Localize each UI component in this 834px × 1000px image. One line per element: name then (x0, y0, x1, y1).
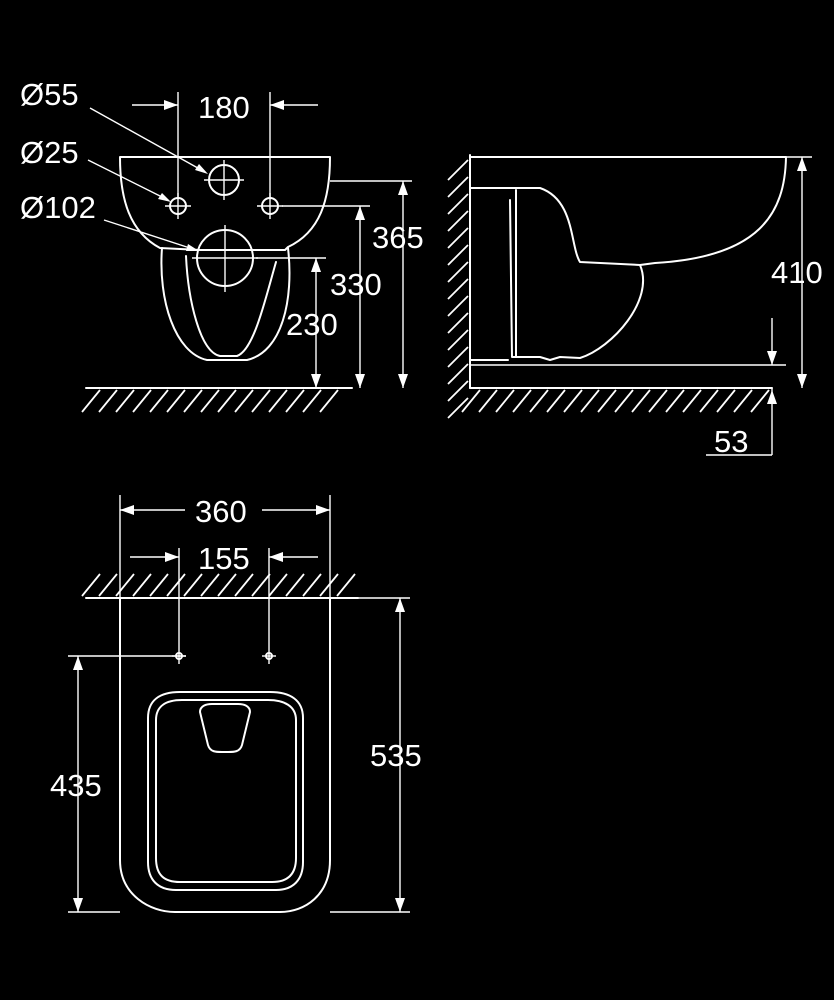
top-bowl-opening (199, 703, 251, 753)
top-seat-outer (147, 691, 304, 891)
front-bowl-outline (119, 156, 331, 251)
hatch-line (149, 389, 169, 413)
top-wall-hatch (81, 573, 356, 597)
hatch-line (268, 389, 288, 413)
hatch-line (750, 389, 770, 413)
hatch-line (580, 389, 600, 413)
hatch-line (716, 389, 736, 413)
hatch-line (447, 363, 469, 385)
hatch-line (733, 389, 753, 413)
hatch-line (217, 389, 237, 413)
hatch-line (268, 573, 288, 597)
side-toilet-outline (469, 156, 787, 266)
hatch-line (447, 210, 469, 232)
hatch-line (81, 573, 101, 597)
hatch-line (166, 573, 186, 597)
hatch-line (563, 389, 583, 413)
hatch-line (166, 389, 186, 413)
diameter-55-label: Ø55 (20, 77, 79, 112)
dim-155-label: 155 (198, 541, 250, 576)
hatch-line (319, 573, 339, 597)
side-floor-hatch (461, 389, 770, 413)
hatch-line (478, 389, 498, 413)
hatch-line (447, 193, 469, 215)
dim-435-label: 435 (50, 768, 102, 803)
hatch-line (200, 389, 220, 413)
hatch-line (285, 389, 305, 413)
hatch-line (699, 389, 719, 413)
hatch-line (234, 389, 254, 413)
hatch-line (319, 389, 339, 413)
dim-365-label: 365 (372, 220, 424, 255)
hatch-line (597, 389, 617, 413)
hatch-line (648, 389, 668, 413)
front-view: Ø55 Ø25 Ø102 180 365 330 230 (20, 77, 424, 413)
hatch-line (447, 176, 469, 198)
hatch-line (529, 389, 549, 413)
hatch-line (512, 389, 532, 413)
top-body-outline (119, 597, 331, 913)
front-floor-hatch (81, 387, 353, 413)
hatch-line (631, 389, 651, 413)
hatch-line (132, 573, 152, 597)
dim-330-label: 330 (330, 267, 382, 302)
hatch-line (81, 389, 101, 413)
hatch-line (251, 573, 271, 597)
hatch-line (461, 389, 481, 413)
hatch-line (115, 389, 135, 413)
hatch-line (115, 573, 135, 597)
diameter-102-label: Ø102 (20, 190, 96, 225)
hatch-line (546, 389, 566, 413)
hatch-line (149, 573, 169, 597)
hatch-line (302, 573, 322, 597)
hatch-line (98, 389, 118, 413)
dim-360-label: 360 (195, 494, 247, 529)
hatch-line (302, 389, 322, 413)
front-pedestal-outline (160, 247, 291, 361)
hatch-line (447, 159, 469, 181)
hatch-line (447, 329, 469, 351)
side-view: 410 53 (447, 154, 823, 459)
hatch-line (447, 244, 469, 266)
dim-180-label: 180 (198, 90, 250, 125)
hatch-line (336, 573, 356, 597)
hatch-line (447, 380, 469, 402)
hatch-line (200, 573, 220, 597)
front-pedestal-inner (185, 255, 277, 357)
diameter-25-label: Ø25 (20, 135, 79, 170)
hatch-line (665, 389, 685, 413)
hatch-line (217, 573, 237, 597)
side-wall-hatch (447, 159, 469, 419)
hatch-line (682, 389, 702, 413)
hatch-line (132, 389, 152, 413)
hatch-line (234, 573, 254, 597)
dim-410-label: 410 (771, 255, 823, 290)
hatch-line (447, 261, 469, 283)
hatch-line (447, 278, 469, 300)
top-seat-inner (155, 699, 297, 883)
hatch-line (285, 573, 305, 597)
hatch-line (495, 389, 515, 413)
dim-535-label: 535 (370, 738, 422, 773)
hatch-line (183, 389, 203, 413)
hatch-line (447, 346, 469, 368)
hatch-line (447, 295, 469, 317)
hatch-line (447, 397, 469, 419)
hatch-line (183, 573, 203, 597)
hatch-line (98, 573, 118, 597)
hatch-line (447, 312, 469, 334)
dim-53-label: 53 (714, 424, 748, 459)
waste-circle-102 (192, 225, 258, 292)
hatch-line (447, 227, 469, 249)
top-view: 360 155 535 435 (50, 494, 422, 913)
outlet-circle-55 (204, 160, 244, 200)
hatch-line (614, 389, 634, 413)
hatch-line (251, 389, 271, 413)
dim-230-label: 230 (286, 307, 338, 342)
